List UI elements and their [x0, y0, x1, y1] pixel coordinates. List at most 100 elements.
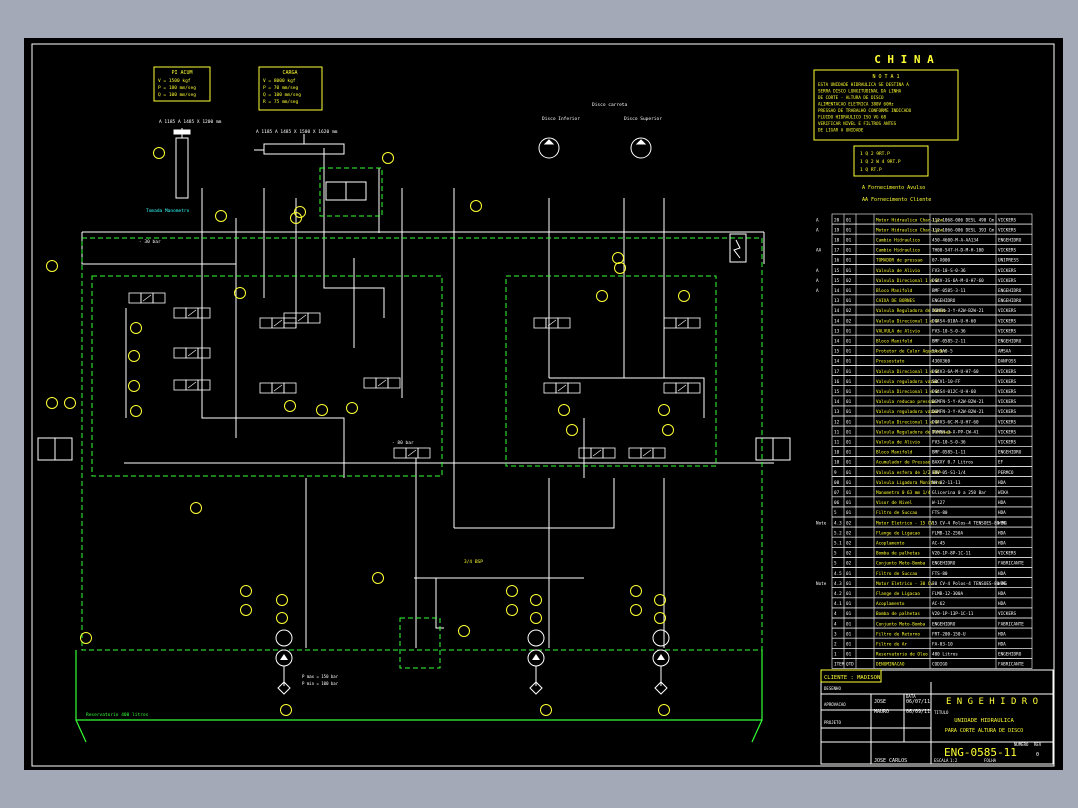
table-cell: 112-1066-006 DESL 393 Cm — [932, 227, 994, 233]
item-balloon — [662, 424, 674, 436]
directional-valve — [128, 292, 166, 304]
item-balloon — [678, 290, 690, 302]
drawing-number: ENG-0585-11 — [944, 746, 1017, 759]
table-cell: 9 — [834, 470, 837, 476]
table-cell: 01 — [846, 399, 852, 405]
item-balloon — [64, 397, 76, 409]
table-cell: 01 — [846, 480, 852, 486]
valve-group — [128, 292, 701, 459]
table-cell: VICKERS — [998, 328, 1017, 334]
table-cell: 15 — [834, 349, 840, 355]
table-cell: 01 — [846, 601, 852, 607]
table-cell: 02 — [846, 318, 852, 324]
spec-box-1: PI ACUM V = 1500 kgf P = 180 mm/seg Q = … — [153, 66, 211, 102]
table-cell: VICKERS — [998, 429, 1017, 435]
table-cell: VICKERS — [998, 248, 1017, 254]
table-cell: 01 — [846, 500, 852, 506]
item-balloon — [80, 632, 92, 644]
reservoir-tank: Reservatorio 400 litros — [75, 650, 763, 743]
table-cell: Valvula reguladora vazao — [876, 379, 938, 385]
spec-box-2-line: V = 8000 kgf — [263, 78, 296, 84]
table-cell: V20-1P-8P-1C-11 — [932, 551, 971, 557]
name-value: JOSE — [874, 699, 886, 705]
table-cell: 5.2 — [834, 530, 842, 536]
table-cell: 14 — [834, 399, 840, 405]
table-cell: Visor de Nivel — [876, 500, 913, 506]
table-cell: ENGEHIDRO — [998, 652, 1022, 658]
table-cell: 112-1068-006 DESL 490 Cm — [932, 217, 994, 223]
table-cell: 14 — [834, 318, 840, 324]
table-cell: 4.1 — [834, 601, 842, 607]
table-cell: 14 — [834, 339, 840, 345]
designer-name: JOSE CARLOS — [874, 758, 907, 764]
note-line: DE CORTE - ALTURA DE DISCO — [818, 95, 884, 100]
table-cell: EF — [998, 460, 1004, 466]
table-cell: Valvula Direcional 1 e 0 — [876, 389, 938, 395]
table-cell: 01 — [846, 470, 852, 476]
note-line: SERRA DISCO LONGITUDINAL DA LINHA — [818, 89, 902, 94]
table-cell: V20-1P-13P-1C-11 — [932, 611, 974, 617]
top-label: Disco carreta — [592, 102, 628, 108]
table-cell: A — [816, 217, 819, 223]
table-cell: 19 — [834, 227, 840, 233]
table-cell: DG4S4-018A-U-H-60 — [932, 318, 976, 324]
table-cell: Manometro 0 63 mm 1/4 — [876, 490, 931, 496]
table-cell: DG4V3-6C-M-U-H7-60 — [932, 419, 979, 425]
table-cell: FABRICANTE — [998, 662, 1024, 668]
table-cell: DGMFN-3-Y-A2W-B2W-21 — [932, 308, 984, 314]
item-balloon — [596, 290, 608, 302]
spec-box-2: CARGA V = 8000 kgf P = 70 mm/seg Q = 100… — [258, 66, 323, 111]
table-cell: WEG — [998, 581, 1006, 587]
table-cell: ENGEHIDRO — [932, 621, 956, 627]
table-cell: 5 — [834, 561, 837, 567]
table-cell: 5 — [834, 510, 837, 516]
spec-box-1-title: PI ACUM — [171, 70, 192, 76]
spec-box-2-title: CARGA — [282, 70, 297, 76]
table-cell: FV3-10-S-0-36 — [932, 268, 966, 274]
table-cell: 2 — [834, 642, 837, 648]
item-balloon — [128, 380, 140, 392]
table-cell: ITEM — [834, 662, 845, 668]
table-cell: 01 — [846, 268, 852, 274]
table-cell: 01 — [846, 409, 852, 415]
table-cell: 17 — [834, 369, 840, 375]
item-balloon — [46, 260, 58, 272]
table-cell: A — [816, 288, 819, 294]
table-cell: 13 — [834, 298, 840, 304]
table-cell: 4.2 — [834, 591, 842, 597]
table-cell: Motor Hidraulico Char-Lynn — [876, 227, 944, 233]
item-balloon — [130, 322, 142, 334]
table-cell: HDA — [998, 631, 1006, 637]
table-cell: FA-03-10 — [932, 642, 953, 648]
table-cell: VICKERS — [998, 611, 1017, 617]
table-cell: DG4V-3S-6A-M-U-H7-60 — [932, 278, 984, 284]
table-cell: Valvula reguladora vazao — [876, 409, 938, 415]
rev-value: 0 — [1036, 752, 1039, 758]
table-cell: Bloco Manifold — [876, 288, 913, 294]
table-cell: VICKERS — [998, 399, 1017, 405]
table-cell: VICKERS — [998, 308, 1017, 314]
table-cell: Conjunto Moto-Bomba — [876, 621, 926, 627]
directional-valve — [173, 379, 211, 391]
item-balloon — [280, 704, 292, 716]
table-cell: Note — [816, 581, 827, 587]
spec-box-1-line: P = 180 mm/seg — [158, 85, 196, 91]
table-cell: FTS-80 — [932, 510, 948, 516]
misc-label: P min = 100 bar — [302, 681, 339, 686]
header-title: C H I N A — [874, 53, 934, 66]
item-balloon — [530, 594, 542, 606]
table-cell: ENGEHIDRO — [998, 298, 1022, 304]
table-cell: Filtro de Succao — [876, 571, 918, 577]
table-cell: 15 — [834, 278, 840, 284]
notes-box: N O T A 1 ESTA UNIDADE HIDRAULICA SE DES… — [813, 69, 959, 141]
table-cell: 01 — [846, 379, 852, 385]
table-cell: 11 — [834, 440, 840, 446]
directional-valve — [173, 347, 211, 359]
table-cell: WEG — [998, 520, 1006, 526]
table-cell: 02 — [846, 561, 852, 567]
table-cell: Bomba de palhetas — [876, 551, 920, 557]
table-cell: Valvula de Alivio — [876, 268, 920, 274]
motor-right — [630, 137, 652, 159]
table-cell: A — [816, 278, 819, 284]
